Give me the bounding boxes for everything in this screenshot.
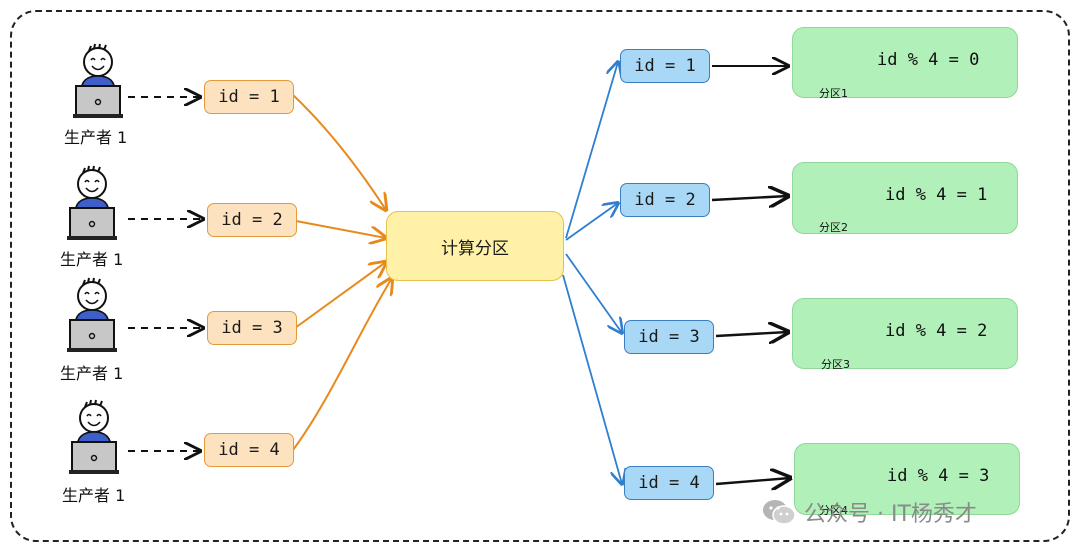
wechat-icon (763, 500, 796, 525)
router-to-id3-arrow (565, 253, 622, 333)
producer-1-person-icon (73, 43, 123, 118)
partition-2-name: 分区2 (819, 221, 848, 234)
partition-2-box: 分区2 id % 4 = 1 (792, 162, 1018, 234)
router-to-id4-arrow (562, 274, 622, 484)
producer-2-message-box: id = 2 (207, 203, 297, 237)
producer-4-person-icon (69, 399, 119, 474)
routed-message-2-box: id = 2 (620, 183, 710, 217)
router-to-id1-arrow (565, 62, 618, 239)
partition-3-name: 分区3 (821, 358, 850, 371)
router-to-id2-arrow (565, 203, 618, 241)
id2-to-partition2-arrow (711, 196, 788, 200)
routed-message-4-box: id = 4 (624, 466, 714, 500)
message-3-to-router-arrow (294, 262, 386, 329)
producer-3-person-icon (67, 277, 117, 352)
producer-1-label: 生产者 1 (64, 128, 128, 147)
partition-1-box: 分区1 id % 4 = 0 (792, 27, 1018, 100)
message-2-to-router-arrow (295, 220, 386, 238)
compute-partition-node: 计算分区 (386, 211, 564, 281)
partition-4-box: 分区4 id % 4 = 3 (794, 443, 1020, 517)
producer-4-label: 生产者 1 (62, 486, 126, 505)
partition-4-name: 分区4 (819, 504, 848, 517)
partition-3-box: 分区3 id % 4 = 2 (792, 298, 1018, 371)
routed-message-1-box: id = 1 (620, 49, 710, 83)
id4-to-partition4-arrow (715, 478, 790, 484)
partition-2-rule: id % 4 = 1 (885, 185, 988, 205)
producer-2-person-icon (67, 165, 117, 240)
producer-3-label: 生产者 1 (60, 364, 124, 383)
partition-4-rule: id % 4 = 3 (887, 466, 990, 486)
partition-1-name: 分区1 (819, 87, 848, 100)
producer-2-label: 生产者 1 (60, 250, 124, 269)
partition-1-rule: id % 4 = 0 (877, 50, 980, 70)
watermark: 公众号 · IT杨秀才 (762, 496, 977, 528)
producer-4-message-box: id = 4 (204, 433, 294, 467)
message-1-to-router-arrow (292, 94, 386, 210)
producer-3-message-box: id = 3 (207, 311, 297, 345)
routed-message-3-box: id = 3 (624, 320, 714, 354)
partition-3-rule: id % 4 = 2 (885, 321, 988, 341)
id3-to-partition3-arrow (715, 332, 788, 336)
watermark-text: 公众号 · IT杨秀才 (804, 502, 977, 527)
producer-1-message-box: id = 1 (204, 80, 294, 114)
diagram-frame (10, 10, 1070, 542)
message-4-to-router-arrow (292, 278, 392, 451)
